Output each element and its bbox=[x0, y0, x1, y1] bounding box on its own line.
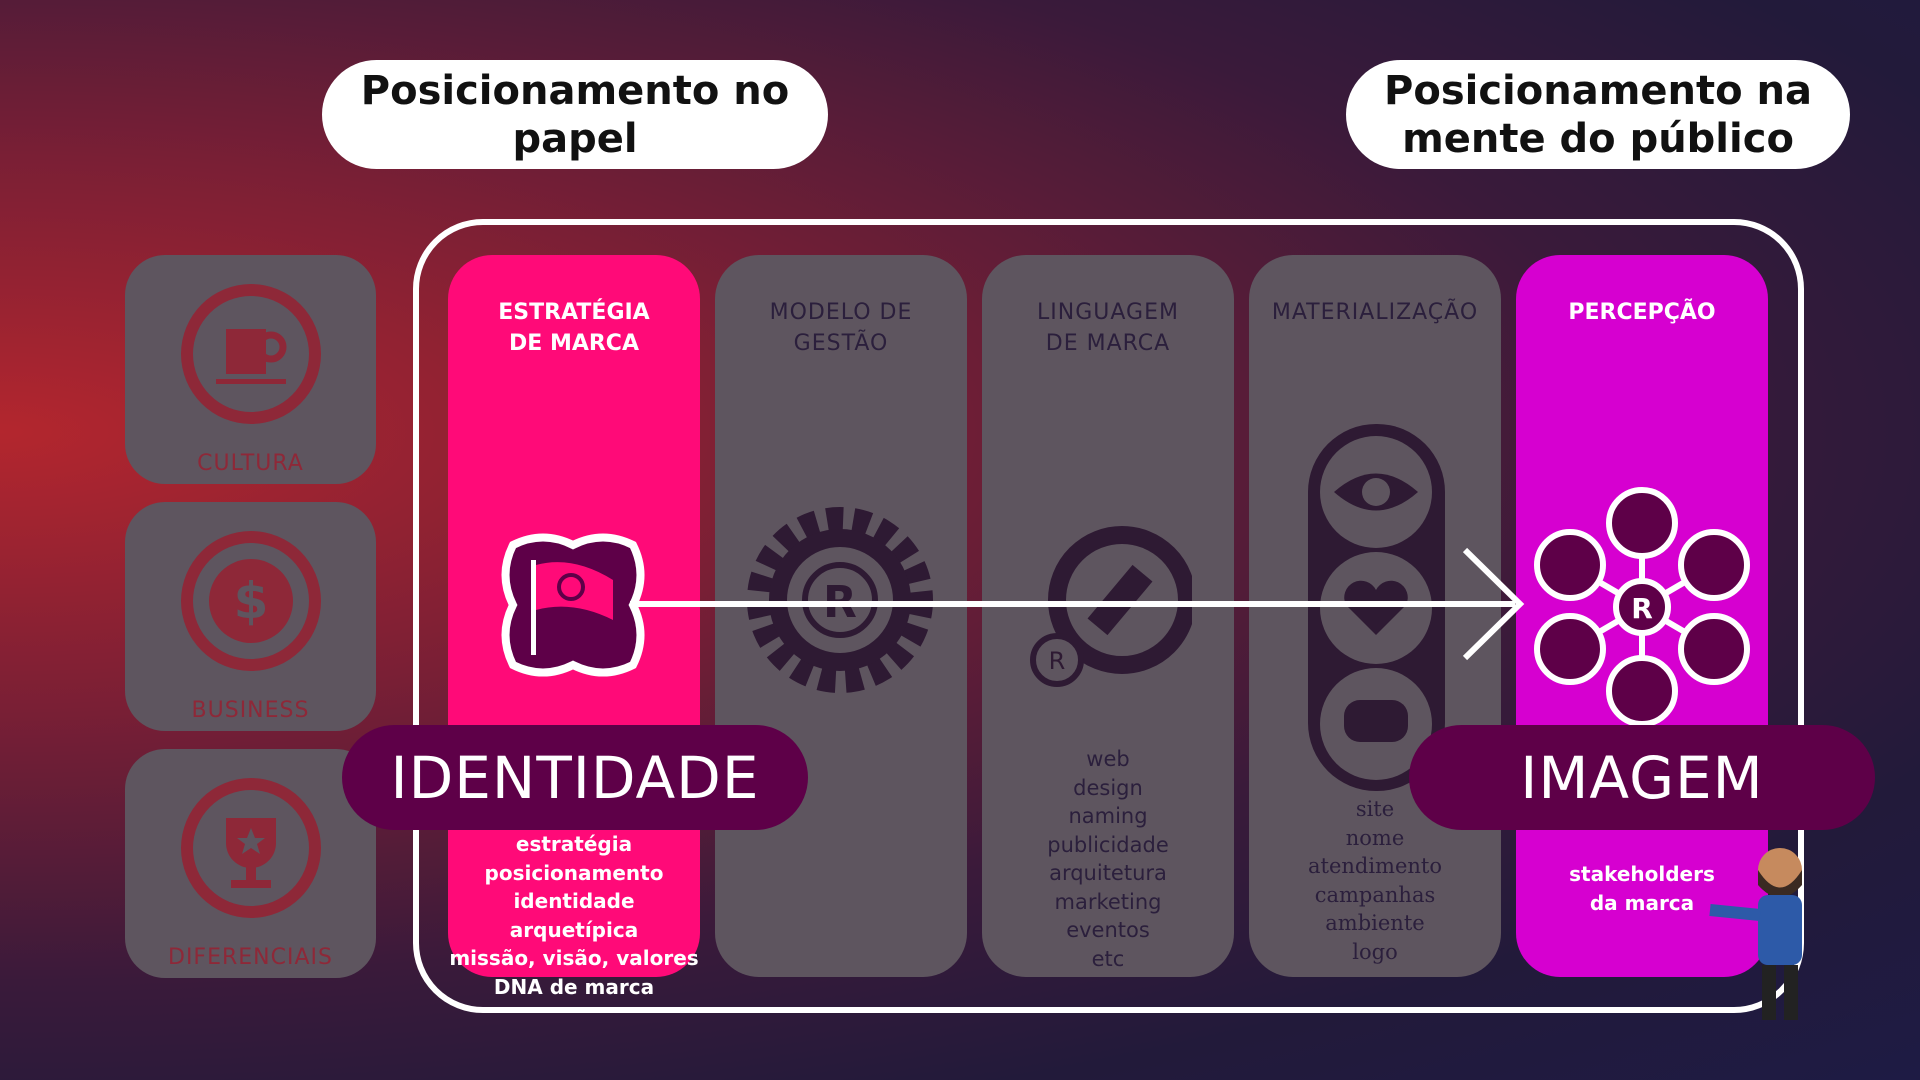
list-item: naming bbox=[1068, 804, 1148, 828]
list-item: web bbox=[1086, 747, 1130, 771]
list-item: stakeholders bbox=[1569, 862, 1715, 886]
positioning-frame bbox=[413, 219, 1804, 1013]
column-percepcao: PERCEPÇÃO R stakeholders da marca bbox=[1516, 255, 1768, 977]
list-item: posicionamento bbox=[484, 860, 664, 885]
list-item: atendimento bbox=[1307, 854, 1443, 878]
list-item: publicidade bbox=[1047, 832, 1169, 857]
eye-heart-chat-icon bbox=[1308, 424, 1445, 791]
svg-text:R: R bbox=[1049, 647, 1066, 675]
list-item: estratégia bbox=[515, 832, 633, 856]
list-item: design bbox=[1073, 775, 1143, 800]
column-linguagem: LINGUAGEM DE MARCA R web design naming p… bbox=[982, 255, 1234, 977]
list-item: logo bbox=[1352, 939, 1398, 964]
list-item: da marca bbox=[1589, 890, 1695, 915]
tile-label: DIFERENCIAIS bbox=[168, 945, 333, 970]
column-title: MATERIALIZAÇÃO bbox=[1271, 300, 1479, 325]
column-estrategia: ESTRATÉGIA DE MARCA estratégia posiciona… bbox=[448, 255, 700, 999]
tile-business: $ BUSINESS bbox=[125, 502, 376, 731]
people-network-icon: R bbox=[1534, 487, 1750, 727]
list-item: marketing bbox=[1054, 889, 1162, 914]
svg-text:$: $ bbox=[233, 572, 268, 630]
character-pointing-icon bbox=[1709, 848, 1802, 1020]
arrow-icon bbox=[630, 547, 1525, 661]
list-item: etc bbox=[1091, 946, 1125, 971]
coffee-cup-icon bbox=[180, 284, 321, 424]
list-item: ambiente bbox=[1325, 911, 1425, 935]
imagem-pill: IMAGEM bbox=[1409, 725, 1875, 830]
list-item: missão, visão, valores bbox=[449, 946, 699, 970]
svg-text:R: R bbox=[1631, 592, 1653, 625]
list-item: eventos bbox=[1066, 918, 1150, 942]
tile-cultura: CULTURA bbox=[125, 255, 376, 484]
trophy-icon bbox=[180, 778, 321, 918]
list-item: campanhas bbox=[1314, 882, 1436, 907]
list-item: identidade arquetípica bbox=[509, 889, 639, 942]
dollar-coin-icon: $ bbox=[180, 531, 321, 671]
column-title: ESTRATÉGIA DE MARCA bbox=[498, 300, 650, 356]
tile-label: CULTURA bbox=[197, 451, 304, 476]
column-title: PERCEPÇÃO bbox=[1568, 300, 1716, 325]
list-item: arquitetura bbox=[1049, 861, 1167, 885]
list-item: nome bbox=[1345, 825, 1405, 850]
pencil-icon: R bbox=[1030, 526, 1192, 687]
identidade-pill: IDENTIDADE bbox=[342, 725, 808, 830]
flag-icon bbox=[501, 533, 645, 677]
column-modelo-gestao: MODELO DE GESTÃO R bbox=[715, 255, 967, 977]
bubble-positioning-paper: Posicionamento no papel bbox=[322, 60, 828, 169]
tile-label: BUSINESS bbox=[191, 698, 310, 723]
column-materializacao: MATERIALIZAÇÃO site nome atendimento cam… bbox=[1249, 255, 1501, 977]
list-item: site bbox=[1355, 797, 1395, 821]
bubble-positioning-mind: Posicionamento na mente do público bbox=[1346, 60, 1850, 169]
column-title: LINGUAGEM DE MARCA bbox=[1037, 300, 1179, 356]
list-item: DNA de marca bbox=[493, 974, 655, 999]
column-title: MODELO DE GESTÃO bbox=[769, 300, 913, 356]
tile-diferenciais: DIFERENCIAIS bbox=[125, 749, 376, 978]
